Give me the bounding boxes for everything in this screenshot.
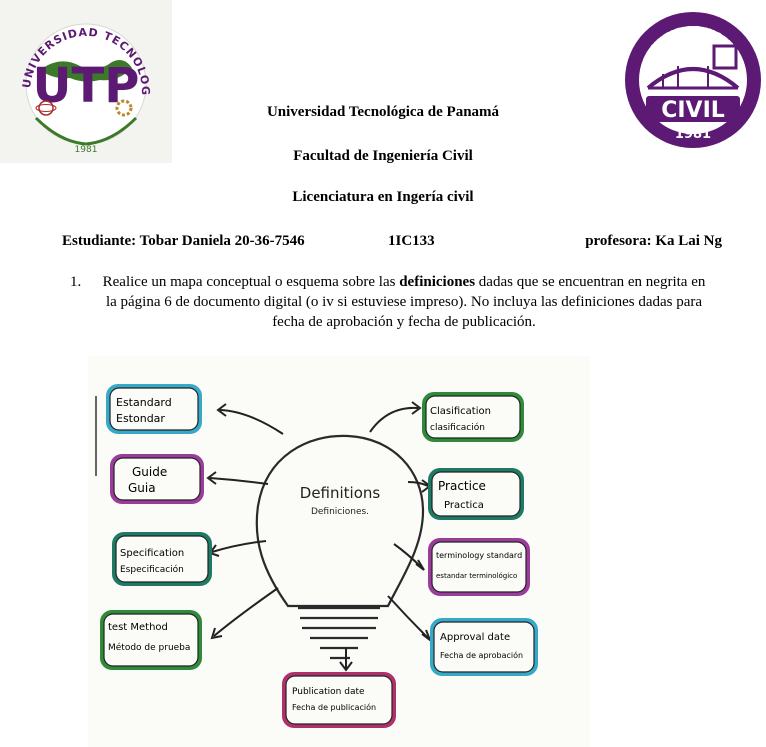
box-test-method-en: test Method <box>108 622 168 633</box>
student-name: Estudiante: Tobar Daniela 20-36-7546 <box>62 233 305 249</box>
box-guide-en: Guide <box>132 465 167 479</box>
light-bulb-icon <box>255 434 425 660</box>
concept-box-clasification: Clasification clasificación <box>422 392 524 442</box>
civil-logo-graphic: FACULTAD DE INGENIERIA CIVIL 1981 <box>625 12 761 148</box>
group-code: 1IC133 <box>388 233 435 249</box>
concept-box-publication-date: Publication date Fecha de publicación <box>282 672 396 728</box>
concept-box-approval-date: Approval date Fecha de aprobación <box>430 618 538 676</box>
connector-arrows <box>206 401 433 672</box>
question-text-before: Realice un mapa conceptual o esquema sob… <box>102 274 400 290</box>
box-approval-en: Approval date <box>440 632 510 643</box>
concept-box-estandard: Estandard Estondar <box>106 384 202 434</box>
concept-box-terminology: terminology standard estandar terminológ… <box>428 538 530 596</box>
box-estandard-es: Estondar <box>116 412 165 425</box>
box-estandard-en: Estandard <box>116 396 172 409</box>
question-text: Realice un mapa conceptual o esquema sob… <box>98 272 710 332</box>
degree-name: Licenciatura en Ingería civil <box>292 189 474 205</box>
student-line: Estudiante: Tobar Daniela 20-36-7546 1IC… <box>62 233 722 253</box>
concept-box-test-method: test Method Método de prueba <box>100 610 202 670</box>
utp-logo: UNIVERSIDAD TECNOLOGICA DE PANAMA UTP 19… <box>0 0 172 163</box>
box-publication-es: Fecha de publicación <box>292 702 376 712</box>
box-guide-es: Guia <box>128 481 156 495</box>
utp-year: 1981 <box>75 145 98 155</box>
box-clasification-en: Clasification <box>430 406 491 417</box>
box-specification-en: Specification <box>120 548 184 559</box>
university-name: Universidad Tecnológica de Panamá <box>266 104 500 120</box>
concept-box-guide: Guide Guia <box>110 454 204 504</box>
question-number: 1. <box>70 274 82 290</box>
concept-box-practice: Practice Practica <box>428 468 524 520</box>
box-specification-es: Especificación <box>120 564 184 575</box>
center-subtitle: Definiciones. <box>311 507 369 517</box>
concept-box-specification: Specification Especificación <box>112 532 212 586</box>
civil-logo: FACULTAD DE INGENIERIA CIVIL 1981 <box>618 10 766 150</box>
box-clasification-es: clasificación <box>430 422 485 433</box>
box-terminology-es: estandar terminológico <box>436 572 517 580</box>
center-title: Definitions <box>300 484 381 502</box>
box-practice-en: Practice <box>438 479 486 493</box>
faculty-name: Facultad de Ingeniería Civil <box>293 148 473 164</box>
box-practice-es: Practica <box>444 500 484 511</box>
teacher-name: profesora: Ka Lai Ng <box>585 233 722 249</box>
box-terminology-en: terminology standard <box>436 551 522 560</box>
question-bold-word: definiciones <box>399 274 476 290</box>
box-test-method-es: Método de prueba <box>108 642 190 653</box>
mind-map: Definitions Definiciones. Estandard Esto… <box>88 356 590 747</box>
box-publication-en: Publication date <box>292 687 365 697</box>
question-text-after: dadas que se encuentran en negrita en la… <box>105 274 706 330</box>
civil-word: CIVIL <box>661 98 725 123</box>
civil-year: 1981 <box>675 127 711 142</box>
utp-logo-graphic: UNIVERSIDAD TECNOLOGICA DE PANAMA UTP 19… <box>0 0 151 155</box>
box-approval-es: Fecha de aprobación <box>440 650 523 660</box>
